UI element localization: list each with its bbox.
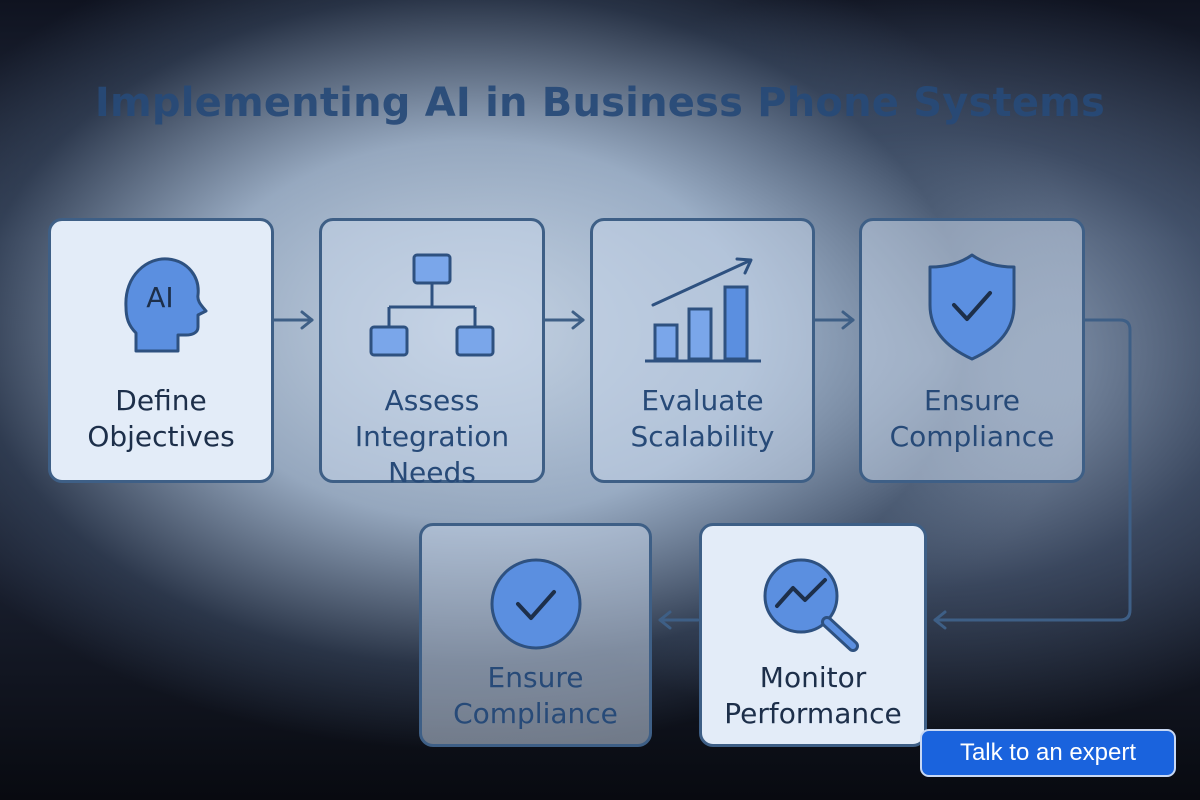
arrow-step5-step6 <box>658 610 700 630</box>
step-ensure-compliance-top: Ensure Compliance <box>859 218 1085 483</box>
step-monitor-performance: Monitor Performance <box>699 523 927 747</box>
bar-chart-growth-icon <box>593 249 812 365</box>
ai-badge: AI <box>146 281 173 314</box>
step-label: Ensure Compliance <box>889 384 1055 453</box>
ai-head-icon: AI <box>51 247 271 357</box>
arrow-step2-step3 <box>543 310 585 330</box>
step-assess-integration: Assess Integration Needs <box>319 218 545 489</box>
step-ensure-compliance-bottom: Ensure Compliance <box>419 523 652 747</box>
step-label: Ensure Compliance <box>453 661 618 730</box>
step-label: Define Objectives <box>87 384 235 453</box>
step-label: Evaluate Scalability <box>630 384 775 453</box>
step-define-objectives: AI Define Objectives <box>48 218 274 483</box>
arrow-step3-step4 <box>813 310 855 330</box>
step-evaluate-scalability: Evaluate Scalability <box>590 218 815 483</box>
magnifier-trend-icon <box>702 550 924 656</box>
talk-to-expert-button[interactable]: Talk to an expert <box>920 729 1176 777</box>
diagram-title: Implementing AI in Business Phone System… <box>94 80 1106 126</box>
step-label: Assess Integration Needs <box>354 384 510 489</box>
hierarchy-icon <box>322 251 542 363</box>
arrow-step1-step2 <box>272 310 314 330</box>
step-label: Monitor Performance <box>724 661 902 730</box>
shield-check-icon <box>862 249 1082 365</box>
check-circle-icon <box>422 556 649 652</box>
